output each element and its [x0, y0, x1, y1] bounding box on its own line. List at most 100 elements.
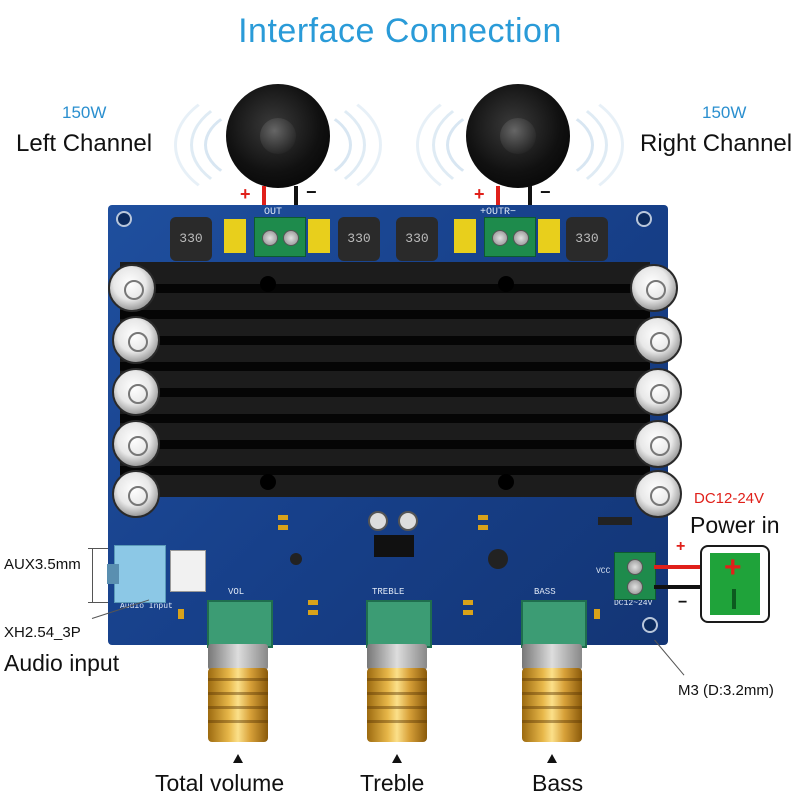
power-positive-wire — [654, 565, 704, 569]
filter-capacitor — [634, 420, 682, 468]
aux-dimension-line — [88, 602, 108, 603]
film-capacitor — [454, 219, 476, 253]
filter-capacitor — [630, 264, 678, 312]
mount-hole-icon — [116, 211, 132, 227]
film-capacitor — [308, 219, 330, 253]
mount-pointer-line — [654, 639, 685, 676]
bass-label: Bass — [532, 770, 584, 796]
volume-pot[interactable] — [207, 600, 273, 648]
right-channel-power: 150W — [702, 103, 747, 122]
inductor: 330 — [338, 217, 380, 261]
heatsink-screw-icon — [260, 276, 276, 292]
left-plus-sign: + — [240, 184, 251, 204]
bass-knob[interactable] — [522, 668, 582, 742]
xh-connector — [170, 550, 206, 592]
treble-nut — [367, 644, 427, 670]
aux-jack — [107, 545, 166, 603]
heatsink-screw-icon — [498, 276, 514, 292]
arrow-up-icon — [233, 754, 243, 763]
right-plus-sign: + — [474, 184, 485, 204]
total-volume-knob[interactable] — [208, 668, 268, 742]
power-in-label: Power in — [690, 512, 780, 538]
dc-range-label: DC12-24V — [694, 490, 765, 507]
left-minus-sign: − — [306, 182, 317, 202]
electrolytic-capacitor — [398, 511, 418, 531]
right-speaker-icon — [466, 84, 570, 188]
electrolytic-capacitor — [368, 511, 388, 531]
screw-icon — [513, 230, 529, 246]
ic-chip — [374, 535, 414, 557]
smd-capacitor — [478, 525, 488, 530]
bass-nut — [522, 644, 582, 670]
diode — [598, 517, 632, 525]
bass-pot[interactable] — [521, 600, 587, 648]
smd-capacitor — [463, 600, 473, 605]
heatsink-screw-icon — [260, 474, 276, 490]
left-speaker-icon — [226, 84, 330, 188]
power-plus-sign: + — [676, 538, 686, 555]
smd-capacitor — [478, 515, 488, 520]
treble-pot[interactable] — [366, 600, 432, 648]
vol-silk: VOL — [228, 587, 245, 597]
left-channel-power: 150W — [62, 103, 107, 122]
electrolytic-capacitor — [290, 553, 302, 565]
filter-capacitor — [112, 368, 160, 416]
mount-hole-label: M3 (D:3.2mm) — [678, 682, 774, 699]
audio-input-silk: Audio Input — [120, 602, 173, 611]
dc-silk: DC12~24V — [614, 599, 653, 608]
film-capacitor — [538, 219, 560, 253]
vcc-silk: VCC — [596, 567, 611, 576]
page-title: Interface Connection — [238, 12, 562, 50]
screw-icon — [492, 230, 508, 246]
audio-input-label: Audio input — [4, 650, 120, 676]
power-negative-wire — [654, 585, 704, 589]
smd-capacitor — [594, 609, 600, 619]
left-speaker-terminal — [254, 217, 306, 257]
out-left-silk: OUT — [264, 207, 283, 218]
smd-capacitor — [178, 609, 184, 619]
arrow-up-icon — [392, 754, 402, 763]
treble-label: Treble — [360, 770, 425, 796]
filter-capacitor — [634, 470, 682, 518]
out-right-silk: +OUTR− — [480, 207, 517, 218]
arrow-up-icon — [547, 754, 557, 763]
left-speaker-waves — [160, 80, 390, 210]
aux-dimension-line — [88, 548, 108, 549]
screw-icon — [627, 579, 643, 595]
mount-hole-icon — [642, 617, 658, 633]
filter-capacitor — [108, 264, 156, 312]
filter-capacitor — [634, 316, 682, 364]
aux-jack-port — [107, 564, 119, 584]
heatsink — [120, 262, 650, 497]
smd-capacitor — [278, 515, 288, 520]
aux-label: AUX3.5mm — [4, 556, 81, 573]
screw-icon — [262, 230, 278, 246]
smd-capacitor — [308, 610, 318, 615]
smd-capacitor — [463, 610, 473, 615]
filter-capacitor — [112, 316, 160, 364]
power-icon-minus — [732, 589, 736, 609]
left-channel-label: Left Channel — [16, 130, 153, 157]
screw-icon — [283, 230, 299, 246]
filter-capacitor — [112, 470, 160, 518]
electrolytic-capacitor — [488, 549, 508, 569]
heatsink-screw-icon — [498, 474, 514, 490]
treble-knob[interactable] — [367, 668, 427, 742]
smd-capacitor — [278, 525, 288, 530]
power-icon-plus: + — [724, 551, 742, 584]
inductor: 330 — [170, 217, 212, 261]
power-minus-sign: − — [678, 594, 688, 611]
inductor: 330 — [396, 217, 438, 261]
right-speaker-terminal — [484, 217, 536, 257]
filter-capacitor — [112, 420, 160, 468]
filter-capacitor — [634, 368, 682, 416]
film-capacitor — [224, 219, 246, 253]
right-minus-sign: − — [540, 182, 551, 202]
screw-icon — [627, 559, 643, 575]
smd-capacitor — [308, 600, 318, 605]
bass-silk: BASS — [534, 587, 556, 597]
power-terminal — [614, 552, 656, 600]
right-channel-label: Right Channel — [640, 130, 793, 157]
aux-dimension-line — [92, 548, 93, 602]
volume-nut — [208, 644, 268, 670]
